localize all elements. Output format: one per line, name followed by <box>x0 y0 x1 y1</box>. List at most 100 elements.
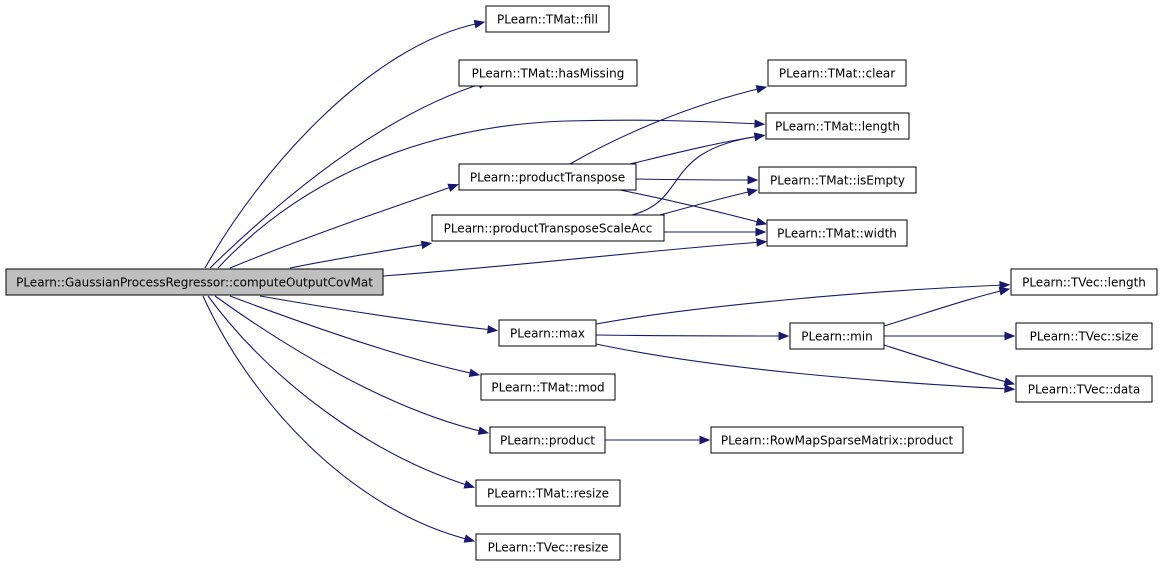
node-label: PLearn::TMat::hasMissing <box>472 67 625 81</box>
edge-arrowhead <box>755 85 768 94</box>
edge-arrowhead <box>447 183 460 192</box>
edge-line <box>217 119 761 269</box>
edge-product_transpose-to-tmat_isempty <box>635 175 759 185</box>
node-label: PLearn::TMat::length <box>775 120 900 134</box>
node-label: PLearn::TMat::isEmpty <box>770 174 905 188</box>
edge-arrowhead <box>420 240 433 250</box>
call-edges <box>202 19 1016 543</box>
edge-root-to-product <box>214 295 490 435</box>
edge-arrowhead <box>753 132 766 142</box>
edge-line <box>229 295 476 375</box>
edge-max-to-min <box>595 331 790 341</box>
node-tvec-size[interactable]: PLearn::TVec::size <box>1015 322 1153 350</box>
edge-line <box>289 243 428 269</box>
edge-line <box>214 295 485 433</box>
edge-product_transpose_scale_acc-to-tmat_width <box>663 227 767 237</box>
edge-line <box>207 295 471 487</box>
node-tmat-resize[interactable]: PLearn::TMat::resize <box>475 479 621 507</box>
edge-max-to-tvec_length <box>595 280 1011 325</box>
node-label: PLearn::TVec::resize <box>488 541 609 555</box>
edge-arrowhead <box>699 435 711 445</box>
edge-root-to-product_transpose_scale_acc <box>289 240 433 269</box>
edge-root-to-max <box>259 295 499 334</box>
edge-arrowhead <box>755 227 767 237</box>
edge-line <box>659 190 754 216</box>
edge-arrowhead <box>746 187 759 197</box>
node-label: PLearn::RowMapSparseMatrix::product <box>721 434 954 448</box>
node-rowmapsparsematrix-product[interactable]: PLearn::RowMapSparseMatrix::product <box>710 426 964 454</box>
node-label: PLearn::TMat::mod <box>491 381 604 395</box>
node-tmat-length[interactable]: PLearn::TMat::length <box>765 112 910 140</box>
node-tmat-mod[interactable]: PLearn::TMat::mod <box>480 373 616 401</box>
node-min[interactable]: PLearn::min <box>789 322 885 350</box>
edge-line <box>635 178 754 181</box>
edge-arrowhead <box>998 287 1011 296</box>
node-label: PLearn::productTransposeScaleAcc <box>444 222 653 236</box>
edge-line <box>259 295 494 331</box>
node-label: PLearn::max <box>510 327 585 341</box>
node-label: PLearn::TMat::resize <box>487 487 609 501</box>
node-tvec-length[interactable]: PLearn::TVec::length <box>1010 268 1158 296</box>
node-label: PLearn::GaussianProcessRegressor::comput… <box>16 276 373 290</box>
edge-line <box>595 284 1006 325</box>
edge-arrowhead <box>778 331 790 341</box>
edge-arrowhead <box>999 280 1011 290</box>
edge-root-to-tmat_width <box>382 238 768 277</box>
edge-arrowhead <box>1004 384 1016 394</box>
node-producttransposescaleacc[interactable]: PLearn::productTransposeScaleAcc <box>431 214 665 242</box>
edge-root-to-tmat_length <box>217 119 766 269</box>
edge-line <box>883 289 1006 327</box>
edge-line <box>229 185 455 269</box>
node-tmat-clear[interactable]: PLearn::TMat::clear <box>767 59 907 87</box>
node-max[interactable]: PLearn::max <box>498 319 597 347</box>
edge-product_transpose-to-tmat_clear <box>569 85 768 165</box>
edge-arrowhead <box>473 19 486 29</box>
node-label: PLearn::TMat::clear <box>779 67 895 81</box>
node-label: PLearn::product <box>500 434 595 448</box>
edge-line <box>595 343 1011 390</box>
edge-line <box>631 135 761 216</box>
node-tvec-resize[interactable]: PLearn::TVec::resize <box>475 533 621 561</box>
edge-arrowhead <box>477 426 490 435</box>
edge-arrowhead <box>755 217 768 226</box>
edge-min-to-tvec_size <box>884 331 1016 341</box>
edge-root-to-product_transpose <box>229 183 460 269</box>
node-label: PLearn::TVec::length <box>1022 276 1146 290</box>
edge-product-to-rowmap_product <box>605 435 711 445</box>
node-label: PLearn::TVec::data <box>1028 383 1141 397</box>
node-label: PLearn::TMat::width <box>777 227 897 241</box>
node-computeoutputcovmat[interactable]: PLearn::GaussianProcessRegressor::comput… <box>5 268 384 296</box>
edge-arrowhead <box>468 368 481 378</box>
edge-arrowhead <box>747 175 759 185</box>
edge-product_transpose-to-tmat_length <box>629 132 766 165</box>
edge-min-to-tvec_length <box>883 287 1011 327</box>
edge-line <box>595 334 785 337</box>
node-product[interactable]: PLearn::product <box>489 426 606 454</box>
node-label: PLearn::min <box>801 330 873 344</box>
edge-root-to-tmat_resize <box>207 295 476 489</box>
edge-root-to-tmat_fill <box>204 19 486 269</box>
edge-line <box>209 82 485 269</box>
edge-line <box>382 241 763 277</box>
node-tmat-fill[interactable]: PLearn::TMat::fill <box>485 5 610 33</box>
node-tmat-isempty[interactable]: PLearn::TMat::isEmpty <box>758 166 917 194</box>
edge-arrowhead <box>756 238 768 247</box>
edge-product_transpose_scale_acc-to-tmat_length <box>631 132 766 216</box>
node-producttranspose[interactable]: PLearn::productTranspose <box>458 163 637 191</box>
edge-arrowhead <box>487 325 499 334</box>
edge-arrowhead <box>463 480 476 489</box>
node-label: PLearn::TVec::size <box>1030 330 1139 344</box>
node-tvec-data[interactable]: PLearn::TVec::data <box>1015 375 1153 403</box>
node-tmat-width[interactable]: PLearn::TMat::width <box>766 219 908 247</box>
edge-line <box>202 295 471 541</box>
node-label: PLearn::TMat::fill <box>497 13 598 27</box>
edge-max-to-tvec_data <box>595 343 1016 394</box>
edge-root-to-tvec_resize <box>202 295 476 543</box>
edge-line <box>204 22 481 269</box>
node-tmat-hasmissing[interactable]: PLearn::TMat::hasMissing <box>458 59 638 87</box>
edge-root-to-tmat_mod <box>229 295 481 378</box>
edge-line <box>883 344 1011 384</box>
edge-product_transpose_scale_acc-to-tmat_isempty <box>659 187 759 216</box>
edge-arrowhead <box>1004 331 1016 341</box>
